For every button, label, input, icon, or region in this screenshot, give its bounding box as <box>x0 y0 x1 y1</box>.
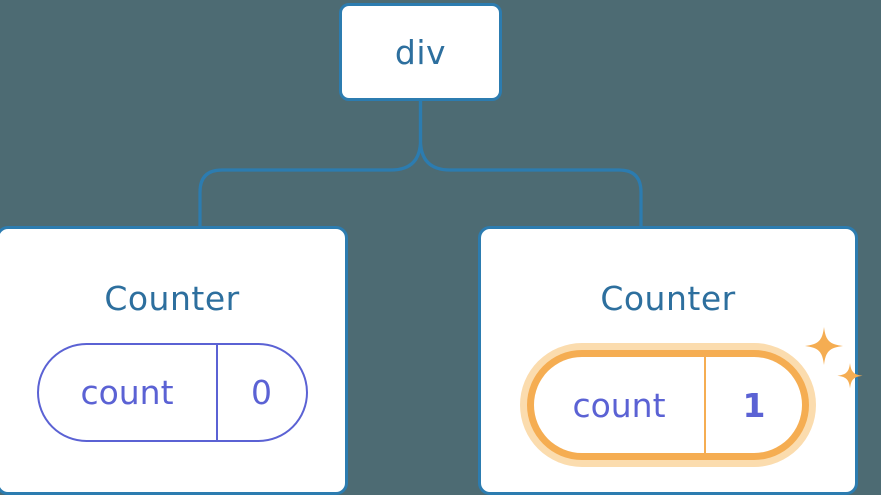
state-pill-left-wrapper: count 0 <box>36 343 308 442</box>
state-pill-right-halo: count 1 <box>520 343 816 467</box>
node-div-label: div <box>394 32 447 72</box>
state-key-right: count <box>534 357 706 453</box>
node-div[interactable]: div <box>339 3 502 101</box>
sparkle-large-icon <box>805 327 843 365</box>
state-pill-left[interactable]: count 0 <box>36 343 308 442</box>
state-value-right: 1 <box>742 385 766 425</box>
node-counter-right-label: Counter <box>600 279 736 318</box>
node-counter-right[interactable]: Counter count 1 <box>478 226 863 495</box>
node-counter-left-label: Counter <box>104 279 240 318</box>
state-pill-right[interactable]: count 1 <box>534 357 802 453</box>
state-pill-right-wrapper: count 1 <box>520 327 863 467</box>
connector-to-left-child <box>198 99 423 230</box>
connector-to-right-child <box>418 99 643 230</box>
node-counter-left[interactable]: Counter count 0 <box>0 226 348 495</box>
state-value-left: 0 <box>251 373 272 412</box>
sparkle-small-icon <box>837 363 863 389</box>
state-pill-right-ring: count 1 <box>527 350 809 460</box>
state-key-left: count <box>39 345 218 440</box>
